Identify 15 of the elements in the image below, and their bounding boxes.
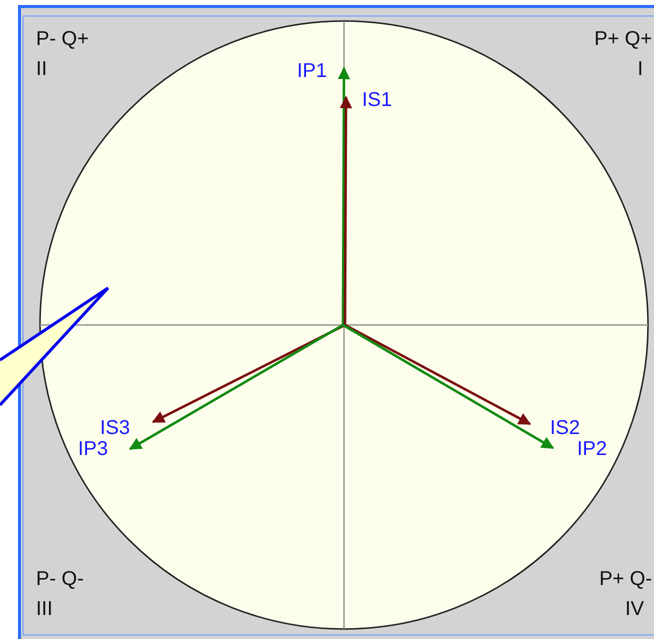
quadrant-label: IV <box>625 598 644 620</box>
quadrant-label: P- Q- <box>36 568 84 590</box>
phasor-label: IS2 <box>550 417 580 439</box>
phasor-label: IP1 <box>297 60 328 82</box>
quadrant-label: II <box>36 58 48 80</box>
quadrant-label: P+ Q- <box>599 568 652 590</box>
quadrant-label: P+ Q+ <box>594 28 652 50</box>
phasor-label: IS1 <box>362 89 392 111</box>
phasor-label: IP2 <box>577 438 608 460</box>
quadrant-label: P- Q+ <box>36 28 89 50</box>
quadrant-label: I <box>637 58 643 80</box>
quadrant-label: III <box>36 598 53 620</box>
phasor-label: IP3 <box>78 438 108 460</box>
phasor-label: IS3 <box>100 417 130 439</box>
callout-bubble <box>0 286 110 406</box>
